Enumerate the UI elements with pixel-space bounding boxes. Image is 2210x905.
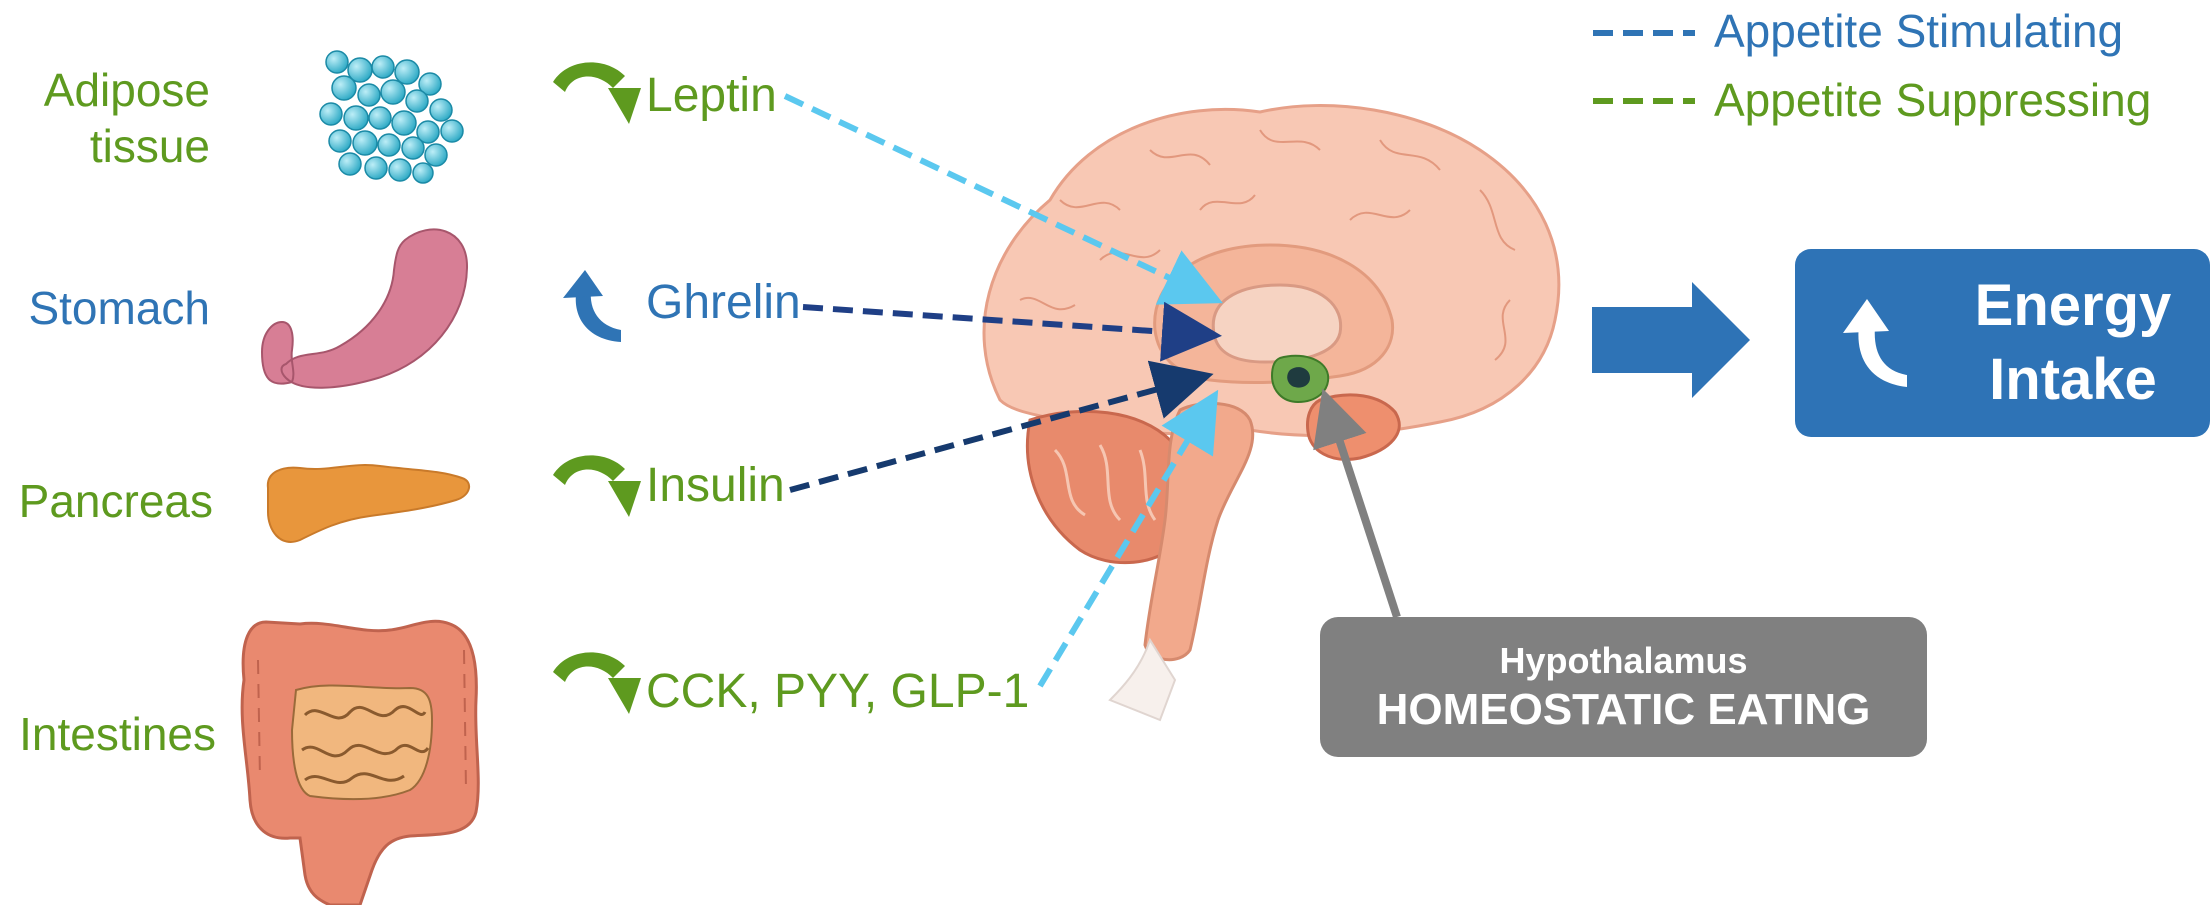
organ-label-pancreas: Pancreas: [0, 473, 213, 529]
stomach-icon: [262, 229, 467, 387]
intestines-icon: [242, 621, 478, 905]
output-arrow-icon: [1592, 282, 1750, 398]
hypothalamus-title: Hypothalamus: [1320, 639, 1927, 683]
hypothalamus-subtitle: HOMEOSTATIC EATING: [1320, 683, 1927, 737]
energy-intake-trend-icon: [1837, 293, 1917, 393]
adipose-tissue-icon: [320, 51, 463, 183]
hormone-label-insulin: Insulin: [646, 458, 785, 514]
organ-label-intestines: Intestines: [0, 706, 216, 762]
legend-stimulating-label: Appetite Stimulating: [1714, 3, 2123, 59]
insulin-trend-icon: [553, 455, 641, 517]
hormone-label-gut: CCK, PYY, GLP-1: [646, 664, 1029, 720]
pancreas-icon: [268, 465, 469, 542]
ghrelin-trend-icon: [563, 270, 621, 342]
legend-suppressing-label: Appetite Suppressing: [1714, 72, 2151, 128]
energy-intake-label: Energy Intake: [1943, 269, 2203, 417]
organ-label-adipose: Adipose tissue: [10, 62, 210, 174]
hormone-label-leptin: Leptin: [646, 68, 777, 124]
gut-hormones-trend-icon: [553, 652, 641, 714]
energy-intake-box: Energy Intake: [1795, 249, 2210, 437]
hormone-label-ghrelin: Ghrelin: [646, 275, 801, 331]
organ-label-stomach: Stomach: [10, 280, 210, 336]
leptin-trend-icon: [553, 62, 641, 124]
hypothalamus-box: Hypothalamus HOMEOSTATIC EATING: [1320, 617, 1927, 757]
